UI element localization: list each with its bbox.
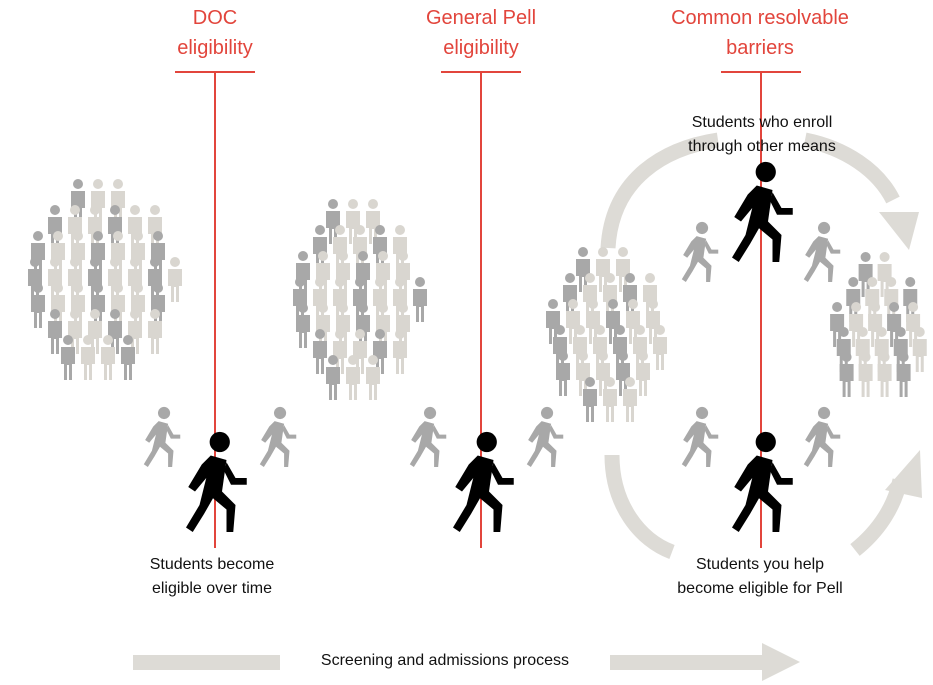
flow-arrows [600, 132, 922, 560]
gate-label-barriers-line2: barriers [726, 37, 794, 59]
caption-you-help-line1: Students you help [695, 556, 825, 573]
flow-arrow-curve [604, 454, 675, 560]
crowd-4 [830, 252, 927, 397]
crowds [28, 179, 927, 422]
gate-label-pell-line2: eligibility [443, 37, 519, 59]
caption-eligible-line1: Students become [149, 556, 275, 573]
walking-person-icon [732, 161, 793, 262]
flow-arrow-head [879, 212, 919, 250]
gate-label-barriers: Common resolvable barriers [640, 3, 880, 63]
walking-person-icon [186, 431, 247, 532]
gate-label-barriers-line1: Common resolvable [671, 7, 849, 29]
flow-arrow-curve [803, 132, 900, 204]
flow-arrow-curve [600, 132, 720, 249]
caption-you-help-line2: become eligible for Pell [677, 580, 843, 597]
caption-eligible-over-time: Students become eligible over time [92, 553, 332, 601]
process-label: Screening and admissions process [280, 648, 610, 674]
walking-person-icon [409, 406, 447, 467]
gate-label-pell: General Pell eligibility [361, 3, 601, 63]
crowd-1 [28, 179, 182, 380]
caption-other-means-line2: through other means [688, 138, 836, 155]
walking-person-icon [453, 431, 514, 532]
walking-person-icon [681, 221, 719, 282]
crowd-2 [293, 199, 427, 400]
caption-eligible-line2: eligible over time [151, 580, 273, 597]
caption-other-means: Students who enroll through other means [642, 111, 882, 159]
walking-person-icon [259, 406, 297, 467]
process-arrow-head [762, 643, 800, 681]
gate-label-doc: DOC eligibility [95, 3, 335, 63]
walking-person-icon [143, 406, 181, 467]
gate-label-doc-line2: eligibility [177, 37, 253, 59]
gate-label-doc-line1: DOC [192, 7, 238, 29]
walking-person-icon [803, 406, 841, 467]
walking-person-icon [681, 406, 719, 467]
standing-person-icon [413, 277, 427, 322]
caption-you-help: Students you help become eligible for Pe… [640, 553, 880, 601]
flow-arrow-head [885, 450, 922, 498]
walking-figures [143, 161, 841, 532]
walking-person-icon [803, 221, 841, 282]
crowd-3 [546, 247, 667, 422]
walking-person-icon [526, 406, 564, 467]
gate-label-pell-line1: General Pell [425, 7, 537, 29]
caption-other-means-line1: Students who enroll [691, 114, 833, 131]
standing-person-icon [168, 257, 182, 302]
walking-person-icon [732, 431, 793, 532]
